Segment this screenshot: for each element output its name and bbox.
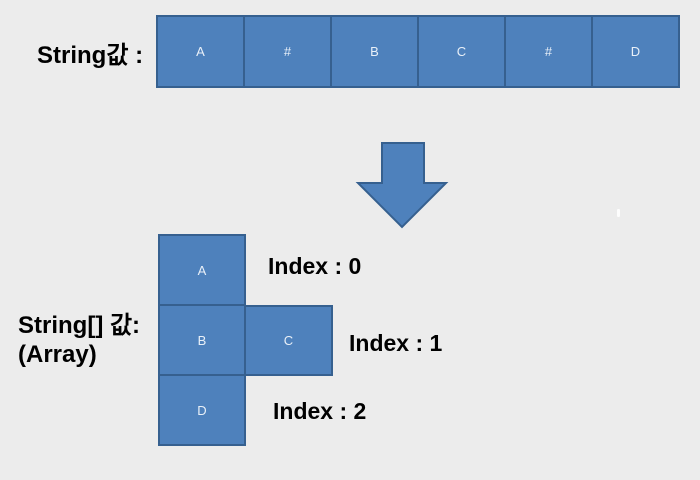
index-label-2: Index : 2 [273,398,367,424]
string-cell-value: D [630,44,641,59]
white-speck [617,209,620,217]
array-cell-value: B [197,332,207,348]
array-label-line2: (Array) [18,341,97,368]
string-cell: C [417,15,506,88]
string-cell-value: # [283,44,292,59]
index-label-0: Index : 0 [268,253,362,279]
string-cell: B [330,15,419,88]
array-cell-value: D [197,402,207,418]
array-cell: D [158,374,246,446]
array-label: String[] 값: (Array) [18,311,140,369]
string-cell-value: # [544,44,553,59]
array-cell: B [158,304,246,376]
string-cell: A [156,15,245,88]
array-cell: A [158,234,246,306]
string-cell: # [504,15,593,88]
string-cell-value: A [196,44,205,59]
down-arrow-icon [355,142,449,229]
string-cell-value: C [456,44,467,59]
string-cells-row: A # B C # D [156,15,680,88]
array-cell-value: A [197,262,207,278]
string-cell: D [591,15,680,88]
string-cell-value: B [370,44,379,59]
array-cell: C [244,305,333,376]
string-value-label: String값 : [37,42,144,69]
array-label-line1: String[] 값: [18,312,141,339]
string-cell: # [243,15,332,88]
array-cell-value: C [283,333,294,348]
index-label-1: Index : 1 [349,330,443,356]
